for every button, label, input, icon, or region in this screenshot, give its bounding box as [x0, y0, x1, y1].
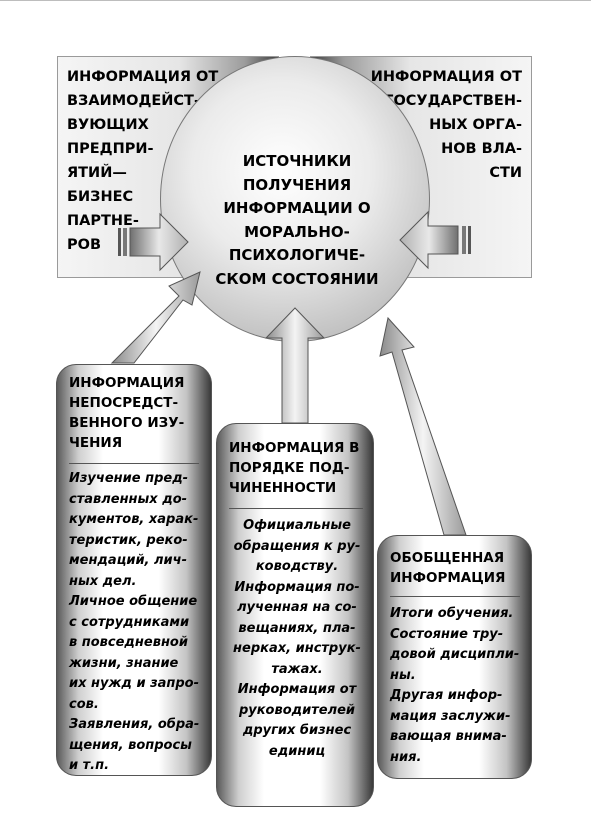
- right-arrow: [399, 210, 471, 270]
- direct-study-body: Изучение пред- ставленных до- кументов, …: [69, 471, 200, 773]
- direct-study-divider: [69, 463, 199, 464]
- partners-line: ВЗАИМОДЕЙСТ-: [67, 93, 200, 109]
- subordination-arrow: [264, 307, 326, 424]
- subordination-card: ИНФОРМАЦИЯ В ПОРЯДКЕ ПОД- ЧИНЕННОСТИ Офи…: [216, 423, 374, 807]
- government-info-text: ИНФОРМАЦИЯ ОТ ГОСУДАРСТВЕН- НЫХ ОРГА- НО…: [352, 65, 522, 185]
- subordination-body: Официальные обращения к ру- ководству. И…: [233, 518, 361, 759]
- right-arrow-stripe: [468, 226, 471, 254]
- government-line: ГОСУДАРСТВЕН-: [384, 93, 522, 109]
- summary-arrow: [379, 316, 467, 536]
- government-line: ИНФОРМАЦИЯ ОТ: [370, 69, 522, 85]
- direct-info-arrow: [110, 271, 201, 364]
- partners-line: БИЗНЕС: [67, 189, 134, 205]
- left-arrow-shape: [129, 212, 189, 272]
- left-arrow: [118, 212, 189, 272]
- direct-study-card: ИНФОРМАЦИЯ НЕПОСРЕДСТ- ВЕННОГО ИЗУ- ЧЕНИ…: [56, 364, 212, 776]
- partners-line: РОВ: [67, 237, 102, 253]
- central-title-line: ПОЛУЧЕНИЯ: [242, 175, 352, 194]
- government-line: НОВ ВЛА-: [441, 141, 522, 157]
- right-arrow-shape: [399, 210, 459, 270]
- summary-body: Итоги обучения. Состояние тру- довой дис…: [390, 606, 520, 765]
- central-title-line: СКОМ СОСТОЯНИИ: [215, 269, 379, 288]
- partners-line: ИНФОРМАЦИЯ ОТ: [67, 69, 219, 85]
- government-line: НЫХ ОРГА-: [429, 117, 522, 133]
- central-title-line: ПСИХОЛОГИЧЕ-: [228, 246, 366, 264]
- government-line: СТИ: [489, 165, 522, 181]
- central-title-line: ИНФОРМАЦИИ О: [223, 199, 371, 217]
- subordination-title: ИНФОРМАЦИЯ В ПОРЯДКЕ ПОД- ЧИНЕННОСТИ: [229, 440, 360, 496]
- partners-line: ЯТИЙ—: [67, 165, 127, 181]
- central-circle: [160, 56, 430, 342]
- partners-line: ПАРТНЕ-: [67, 213, 139, 229]
- top-rule: [0, 0, 591, 1]
- summary-title: ОБОБЩЕННАЯ ИНФОРМАЦИЯ: [390, 550, 506, 586]
- central-title-line: ИСТОЧНИКИ: [242, 152, 352, 170]
- partners-info-text: ИНФОРМАЦИЯ ОТ ВЗАИМОДЕЙСТ- ВУЮЩИХ ПРЕДПР…: [67, 65, 227, 257]
- partners-line: ВУЮЩИХ: [67, 117, 149, 133]
- summary-divider: [390, 596, 520, 597]
- left-arrow-stripe: [123, 228, 127, 256]
- subordination-divider: [229, 508, 363, 509]
- central-title-line: МОРАЛЬНО-: [244, 222, 350, 241]
- left-arrow-stripe: [118, 228, 121, 256]
- partners-line: ПРЕДПРИ-: [67, 141, 154, 157]
- central-title: ИСТОЧНИКИ ПОЛУЧЕНИЯ ИНФОРМАЦИИ О МОРАЛЬН…: [212, 150, 382, 291]
- summary-card: ОБОБЩЕННАЯ ИНФОРМАЦИЯ Итоги обучения. Со…: [377, 535, 532, 779]
- right-arrow-stripe: [462, 226, 466, 254]
- direct-study-title: ИНФОРМАЦИЯ НЕПОСРЕДСТ- ВЕННОГО ИЗУ- ЧЕНИ…: [69, 375, 185, 451]
